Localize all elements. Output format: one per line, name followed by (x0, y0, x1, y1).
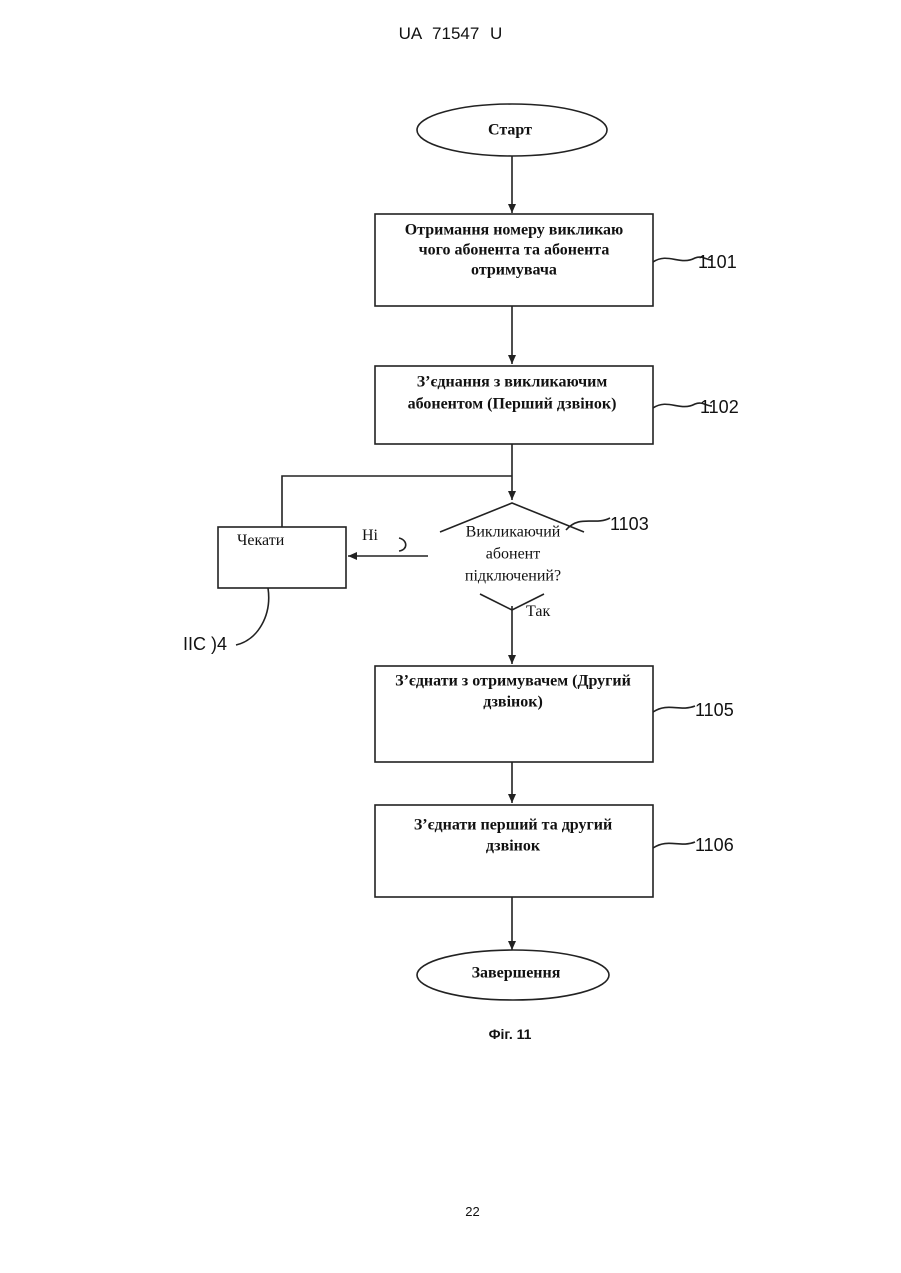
wait-label: Чекати (237, 532, 285, 549)
ref-1101: 1101 (698, 252, 737, 272)
decision-1103-line-1: Викликаючий (466, 524, 561, 541)
process-1101-line-1: Отримання номеру викликаю (405, 222, 624, 239)
ref-1105: 1105 (695, 700, 734, 720)
ref-1106: 1106 (695, 835, 734, 855)
decision-1103-line-2: абонент (486, 546, 540, 563)
start-label: Старт (488, 122, 532, 139)
process-1101-line-3: отримувача (471, 262, 557, 279)
no-mark (399, 538, 406, 551)
process-1102-line-2: абонентом (Перший дзвінок) (408, 396, 617, 413)
leader-1106 (653, 842, 695, 848)
yes-label: Так (526, 603, 550, 620)
leader-wait (236, 588, 269, 645)
ref-wait: IIC )4 (183, 634, 227, 654)
process-1106-line-1: З’єднати перший та другий (414, 817, 612, 834)
process-1105-line-2: дзвінок) (483, 694, 543, 711)
process-1101-line-2: чого абонента та абонента (419, 242, 610, 259)
no-label: Ні (362, 527, 379, 544)
ref-1102: 1102 (700, 397, 739, 417)
ref-1103: 1103 (610, 514, 649, 534)
process-1105-line-1: З’єднати з отримувачем (Другий (395, 673, 631, 690)
loop-back-line (282, 476, 512, 527)
figure-caption: Фіг. 11 (0, 1026, 901, 1042)
decision-1103-line-3: підключений? (465, 568, 561, 585)
leader-1105 (653, 706, 695, 712)
process-1106-line-2: дзвінок (486, 838, 541, 855)
process-1102-line-1: З’єднання з викликаючим (417, 374, 608, 391)
page-number: 22 (0, 1204, 901, 1219)
end-label: Завершення (472, 965, 561, 982)
